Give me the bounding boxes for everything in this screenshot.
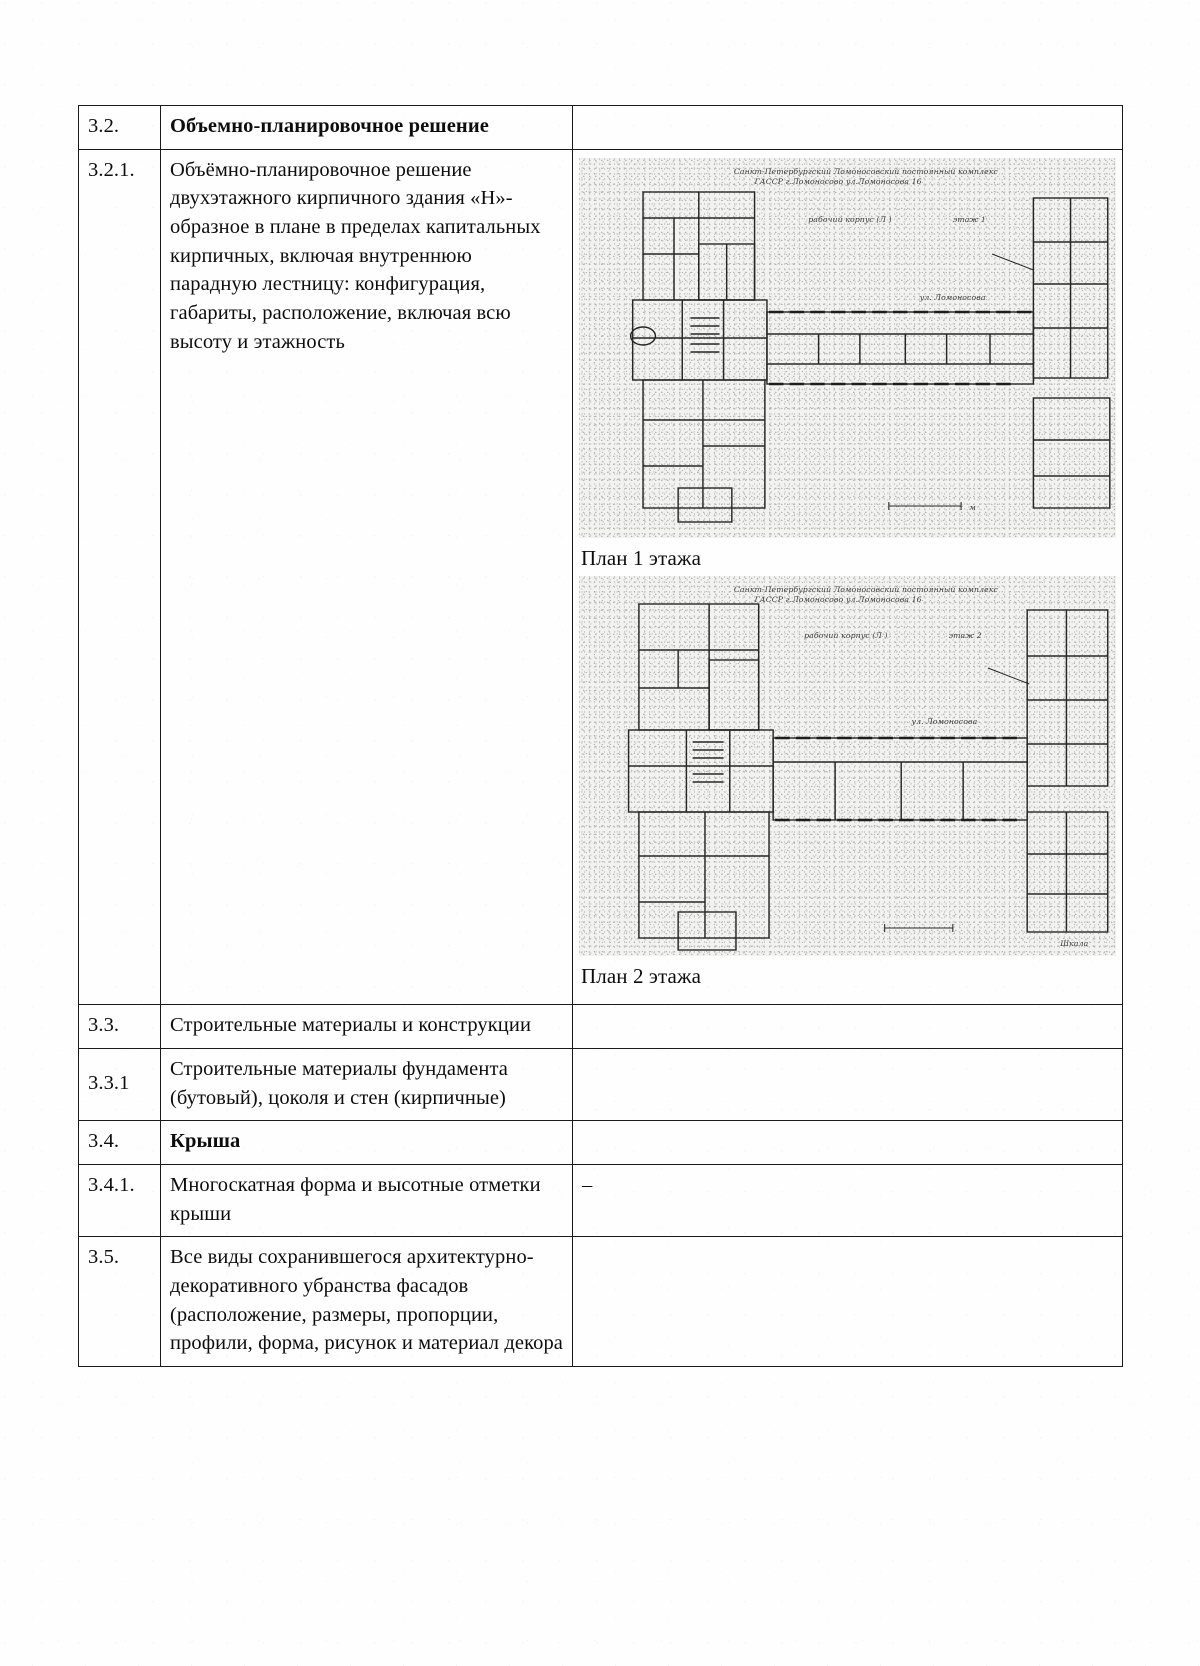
row-right-empty: [572, 1047, 1123, 1122]
plan-header-line-1: Санкт-Петербургский Ломоносовский постоя…: [734, 167, 999, 176]
floor-plan-2-caption: План 2 этажа: [581, 963, 702, 988]
row-text: Объёмно-планировочное решение двухэтажно…: [160, 148, 573, 1006]
floor-plan-2: Санкт-Петербургский Ломоносовский постоя…: [579, 575, 1116, 994]
plan-header-line-2: ГАССР г.Ломоносово ул.Ломоносова 16: [754, 595, 922, 604]
floor-plans-cell: Санкт-Петербургский Ломоносовский постоя…: [572, 148, 1123, 1006]
floor-plan-2-drawing: Санкт-Петербургский Ломоносовский постоя…: [627, 585, 1109, 951]
plan-label-floor: этаж 2: [949, 631, 982, 640]
row-text: Крыша: [160, 1120, 573, 1166]
table-row: 3.5. Все виды сохранившегося архитектурн…: [78, 1236, 1123, 1368]
table-row: 3.4. Крыша: [78, 1120, 1123, 1166]
row-number: 3.5.: [78, 1236, 161, 1368]
plan-label-block: рабочий корпус (Л ): [804, 631, 888, 640]
table-row: 3.2.1. Объёмно-планировочное решение дву…: [78, 148, 1123, 1006]
protection-subject-table: 3.2. Объемно-планировочное решение 3.2.1…: [78, 105, 1123, 1368]
floor-plan-1-caption: План 1 этажа: [581, 545, 702, 570]
row-number: 3.3.1: [78, 1047, 161, 1122]
plan-street-label: ул. Ломоносова: [911, 717, 978, 726]
floor-plan-1-scan: Санкт-Петербургский Ломоносовский постоя…: [579, 157, 1116, 538]
plan-header-line-2: ГАССР г.Ломоносово ул.Ломоносова 16: [754, 177, 922, 186]
row-number: 3.4.: [78, 1120, 161, 1166]
row-number: 3.2.: [78, 105, 161, 150]
row-text: Все виды сохранившегося архитектурно-дек…: [160, 1236, 573, 1368]
plan-scale-note: м: [969, 503, 976, 512]
row-right-value: –: [572, 1164, 1123, 1238]
row-right-empty: [572, 105, 1123, 150]
table-row: 3.4.1. Многоскатная форма и высотные отм…: [78, 1164, 1123, 1238]
row-text: Объемно-планировочное решение: [160, 105, 573, 150]
row-right-empty: [572, 1236, 1123, 1368]
plan-scale-note: Шкала: [1059, 939, 1088, 948]
plan-label-floor: этаж 1: [953, 215, 986, 224]
scan-noise: [579, 157, 1116, 538]
row-number: 3.4.1.: [78, 1164, 161, 1238]
row-right-empty: [572, 1120, 1123, 1166]
table-row: 3.3.1 Строительные материалы фундамента …: [78, 1047, 1123, 1122]
table-row: 3.3. Строительные материалы и конструкци…: [78, 1004, 1123, 1049]
floor-plan-1-drawing: Санкт-Петербургский Ломоносовский постоя…: [629, 167, 1111, 523]
row-number: 3.3.: [78, 1004, 161, 1049]
row-text: Строительные материалы фундамента (бутов…: [160, 1047, 573, 1122]
table-row: 3.2. Объемно-планировочное решение: [78, 105, 1123, 150]
plan-street-label: ул. Ломоносова: [919, 293, 986, 302]
row-text: Строительные материалы и конструкции: [160, 1004, 573, 1049]
floor-plan-2-scan: Санкт-Петербургский Ломоносовский постоя…: [579, 575, 1116, 956]
row-text: Многоскатная форма и высотные отметки кр…: [160, 1164, 573, 1238]
plan-header-line-1: Санкт-Петербургский Ломоносовский постоя…: [734, 585, 999, 594]
plan-label-block: рабочий корпус (Л ): [808, 215, 892, 224]
row-right-empty: [572, 1004, 1123, 1049]
row-number: 3.2.1.: [78, 148, 161, 1006]
floor-plan-1: Санкт-Петербургский Ломоносовский постоя…: [579, 157, 1116, 576]
